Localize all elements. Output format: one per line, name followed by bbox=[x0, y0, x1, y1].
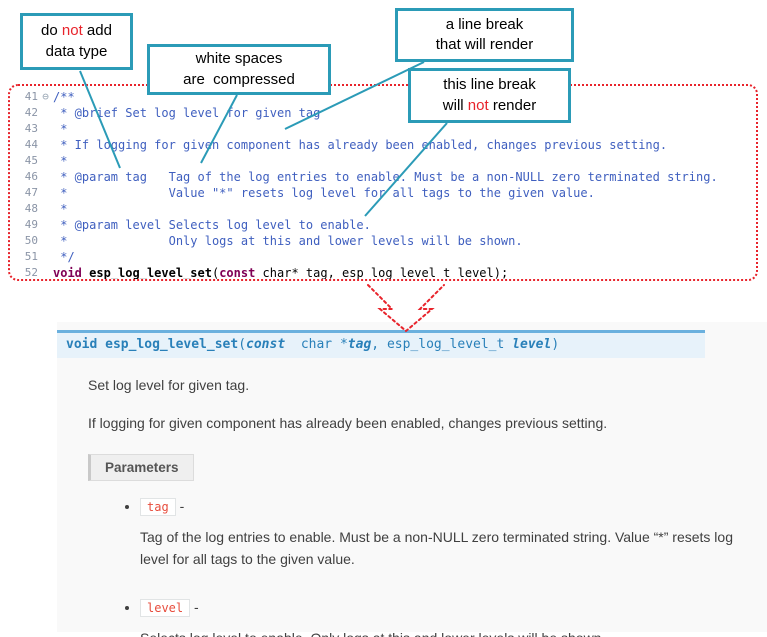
fold-column bbox=[38, 265, 53, 279]
fold-column bbox=[38, 137, 53, 153]
keyword-const: const bbox=[219, 266, 256, 280]
fold-column bbox=[38, 153, 53, 169]
callout-text: a line break bbox=[445, 15, 524, 33]
callout-text: white spaces bbox=[195, 50, 283, 68]
code-line: 47 * Value "*" resets log level for all … bbox=[12, 185, 756, 201]
signature-part: ( bbox=[238, 337, 247, 352]
line-number: 44 bbox=[24, 138, 38, 151]
signature-part bbox=[285, 337, 301, 352]
parameters-list: tag - Tag of the log entries to enable. … bbox=[57, 495, 767, 637]
line-number: 47 bbox=[24, 186, 38, 199]
code-line: 50 * Only logs at this and lower levels … bbox=[12, 233, 756, 249]
code-line: 51 */ bbox=[12, 249, 756, 265]
line-number: 43 bbox=[24, 122, 38, 135]
callout-line-break-not-render: this line break will not render bbox=[408, 68, 571, 123]
callout-text: that will render bbox=[435, 36, 534, 53]
callout-line-break-renders: a line break that will render bbox=[395, 8, 574, 62]
signature-part: , bbox=[371, 337, 387, 352]
code-text: * bbox=[53, 154, 68, 168]
param-name-chip: tag bbox=[140, 498, 176, 516]
parameters-label: Parameters bbox=[88, 454, 194, 481]
function-signature: void esp_log_level_set(const char *tag, … bbox=[57, 330, 705, 358]
code-text-part: ( bbox=[211, 266, 220, 280]
code-line: 45 * bbox=[12, 153, 756, 169]
line-number: 49 bbox=[24, 218, 38, 231]
code-text: void esp_log_level_set(const char* tag, … bbox=[53, 265, 509, 280]
code-text: */ bbox=[53, 250, 75, 264]
line-number: 41 bbox=[24, 90, 38, 103]
code-text: * Value "*" resets log level for all tag… bbox=[53, 186, 595, 200]
param-name-chip: level bbox=[140, 599, 191, 617]
callout-text: do not add bbox=[41, 21, 112, 41]
code-line: 49 * @param level Selects log level to e… bbox=[12, 217, 756, 233]
signature-arg-tag: tag bbox=[347, 337, 372, 352]
code-text: * If logging for given component has alr… bbox=[53, 138, 668, 152]
code-text: * bbox=[53, 122, 68, 136]
param-description: Tag of the log entries to enable. Must b… bbox=[140, 529, 733, 567]
callout-text: will not render bbox=[443, 96, 536, 116]
code-line-declaration: 52 void esp_log_level_set(const char* tag… bbox=[12, 265, 756, 280]
signature-arg-level: level bbox=[512, 337, 552, 352]
callout-text-part: render bbox=[488, 96, 537, 114]
code-text: * bbox=[53, 202, 68, 216]
callout-text-part: will bbox=[442, 96, 468, 114]
code-editor-panel: 41 ⊖ /** 42 * @brief Set log level for giv… bbox=[8, 84, 758, 281]
fold-icon: ⊖ bbox=[42, 90, 49, 103]
signature-return-type: void bbox=[66, 337, 98, 352]
line-number: 46 bbox=[24, 170, 38, 183]
signature-function-name: esp_log_level_set bbox=[105, 337, 239, 352]
code-text: * @param tag Tag of the log entries to e… bbox=[53, 170, 718, 184]
code-line: 41 ⊖ /** bbox=[12, 89, 756, 105]
callout-no-datatype: do not add data type bbox=[20, 13, 133, 70]
line-number: 52 bbox=[24, 266, 38, 279]
callout-text: data type bbox=[45, 42, 108, 60]
rendered-docs-panel: void esp_log_level_set(const char *tag, … bbox=[57, 322, 767, 637]
fold-column bbox=[38, 201, 53, 217]
callout-whitespace: white spaces are compressed bbox=[147, 44, 331, 95]
signature-type: char * bbox=[300, 337, 348, 352]
callout-text-emphasis: not bbox=[61, 22, 83, 40]
keyword-void: void bbox=[53, 266, 82, 280]
code-line: 44 * If logging for given component has … bbox=[12, 137, 756, 153]
callout-text: are compressed bbox=[183, 70, 295, 88]
param-dash: - bbox=[175, 498, 185, 514]
fold-column bbox=[38, 185, 53, 201]
signature-part bbox=[97, 337, 105, 352]
param-description: Selects log level to enable. Only logs a… bbox=[140, 627, 740, 637]
callout-text-emphasis: not bbox=[467, 96, 489, 114]
code-line: 48 * bbox=[12, 201, 756, 217]
code-line: 43 * bbox=[12, 121, 756, 137]
doc-description: If logging for given component has alrea… bbox=[88, 415, 608, 431]
fold-column bbox=[38, 249, 53, 265]
code-line: 46 * @param tag Tag of the log entries t… bbox=[12, 169, 756, 185]
signature-part: ) bbox=[551, 337, 560, 352]
param-item-level: level - Selects log level to enable. Onl… bbox=[140, 596, 767, 637]
code-text: * Only logs at this and lower levels wil… bbox=[53, 234, 523, 248]
signature-const: const bbox=[246, 337, 286, 352]
line-number: 48 bbox=[24, 202, 38, 215]
fold-column bbox=[38, 233, 53, 249]
fold-column bbox=[38, 217, 53, 233]
code-text: /** bbox=[53, 90, 75, 104]
line-number: 42 bbox=[24, 106, 38, 119]
line-number: 51 bbox=[24, 250, 38, 263]
code-line: 42 * @brief Set log level for given tag bbox=[12, 105, 756, 121]
signature-part bbox=[504, 337, 512, 352]
callout-text-part: add bbox=[82, 22, 112, 40]
param-item-tag: tag - Tag of the log entries to enable. … bbox=[140, 495, 767, 570]
fold-column bbox=[38, 105, 53, 121]
function-name: esp_log_level_set bbox=[89, 266, 212, 280]
line-number: 45 bbox=[24, 154, 38, 167]
signature-type: esp_log_level_t bbox=[386, 337, 505, 352]
line-number: 50 bbox=[24, 234, 38, 247]
code-text: * @brief Set log level for given tag bbox=[53, 106, 321, 120]
code-text: * @param level Selects log level to enab… bbox=[53, 218, 371, 232]
fold-column bbox=[38, 121, 53, 137]
code-text-part: char* tag, esp_log_level_t level); bbox=[255, 266, 509, 280]
callout-text: this line break bbox=[443, 76, 536, 94]
param-dash: - bbox=[190, 599, 199, 615]
callout-text-part: do bbox=[41, 22, 62, 40]
doc-brief: Set log level for given tag. bbox=[88, 377, 250, 393]
fold-column bbox=[38, 169, 53, 185]
